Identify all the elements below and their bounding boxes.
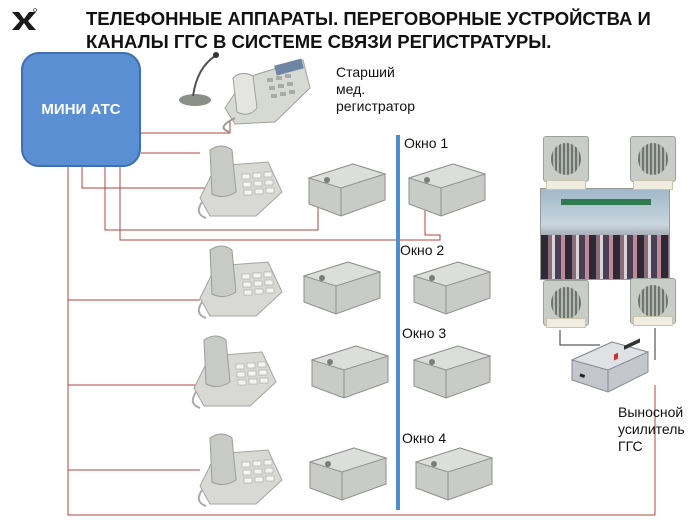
speaker-mount: [546, 318, 586, 328]
mini-pbx-label: МИНИ АТС: [41, 101, 121, 118]
window-1-label: Окно 1: [404, 135, 449, 151]
intercom-staff-icon: [307, 163, 387, 217]
intercom-staff-icon: [308, 447, 388, 501]
hall-sign: [561, 199, 651, 205]
speaker-icon: [630, 136, 676, 182]
senior-registrar-phone-icon: [179, 52, 311, 133]
wire-intercom-1: [104, 167, 319, 231]
amplifier-line-2: усилитель: [618, 421, 685, 437]
speaker-icon: [543, 136, 589, 182]
senior-registrar-line-2: мед.: [336, 81, 366, 97]
waiting-hall-photo: [540, 188, 670, 280]
telephone-icon: [197, 433, 283, 507]
speaker-mount: [633, 316, 673, 326]
speaker-mount: [633, 180, 673, 190]
wire-amplifier-left: [559, 330, 600, 346]
amplifier-caption: Выносной усилитель ГГС: [618, 404, 685, 455]
mini-pbx-box: МИНИ АТС: [21, 52, 141, 167]
senior-registrar-line-3: регистратор: [336, 98, 416, 114]
intercom-staff-icon: [302, 261, 382, 315]
intercom-window-icon: [414, 447, 494, 501]
amplifier-line-3: ГГС: [618, 438, 643, 454]
telephone-icon: [197, 245, 283, 319]
intercom-window-icon: [412, 261, 492, 315]
wire-main-loop: [67, 167, 656, 516]
intercom-window-icon: [412, 345, 492, 399]
logo-icon: [12, 8, 37, 30]
intercom-window-icon: [407, 163, 487, 217]
wire-senior: [141, 120, 231, 134]
telephone-icon: [197, 145, 283, 219]
senior-registrar-line-1: Старший: [336, 64, 395, 80]
page-title: ТЕЛЕФОННЫЕ АППАРАТЫ. ПЕРЕГОВОРНЫЕ УСТРОЙ…: [86, 8, 651, 52]
intercom-staff-icon: [310, 345, 390, 399]
senior-registrar-caption: Старший мед. регистратор: [336, 64, 415, 115]
amplifier-icon: [570, 338, 650, 393]
telephone-icon: [191, 335, 277, 409]
wire-intercom-window-1: [119, 167, 441, 241]
amplifier-line-1: Выносной: [618, 404, 684, 420]
window-3-label: Окно 3: [402, 325, 447, 341]
window-4-label: Окно 4: [402, 430, 447, 446]
wire-phone-1: [81, 167, 210, 189]
hall-crowd: [541, 235, 669, 279]
window-2-label: Окно 2: [400, 242, 445, 258]
speaker-mount: [546, 180, 586, 190]
